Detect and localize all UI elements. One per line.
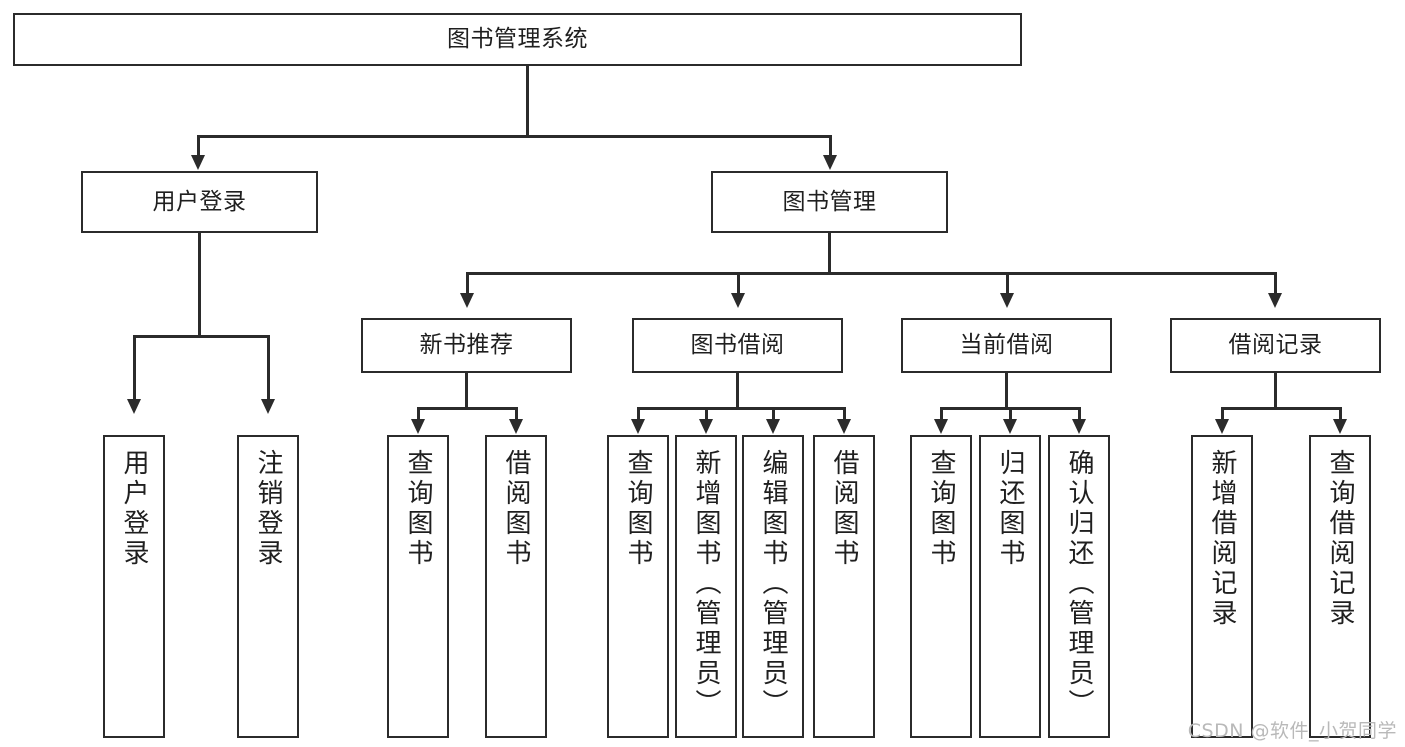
arrow-to-leaf-edit-book	[766, 419, 780, 434]
connector-current-borrow-drop-3	[1078, 407, 1081, 421]
connector-user-login-drop-2	[267, 335, 270, 401]
leaf-label: 编辑图书（管理员）	[758, 449, 788, 719]
arrow-to-new-book-recommend	[460, 293, 474, 308]
arrow-to-leaf-borrow-book-1	[509, 419, 523, 434]
arrow-to-leaf-user-login	[127, 399, 141, 414]
arrow-to-leaf-query-record	[1333, 419, 1347, 434]
connector-book-management-stem	[828, 233, 831, 272]
connector-root-stem	[526, 66, 529, 135]
connector-level1-bar	[197, 135, 831, 138]
leaf-borrow-book[interactable]: 借阅图书	[813, 435, 875, 738]
connector-level1-left-drop	[197, 135, 200, 157]
leaf-query-book-recommend[interactable]: 查询图书	[387, 435, 449, 738]
node-label: 当前借阅	[959, 332, 1054, 359]
connector-new-book-drop-1	[417, 407, 420, 421]
connector-current-borrow-drop-2	[1009, 407, 1012, 421]
leaf-label: 查询图书	[926, 449, 956, 569]
leaf-return-book[interactable]: 归还图书	[979, 435, 1041, 738]
leaf-user-login[interactable]: 用户登录	[103, 435, 165, 738]
connector-new-book-drop-2	[515, 407, 518, 421]
node-current-borrow[interactable]: 当前借阅	[901, 318, 1112, 373]
arrow-to-leaf-return-book	[1003, 419, 1017, 434]
node-label: 借阅记录	[1228, 332, 1323, 359]
arrow-to-leaf-query-book-3	[934, 419, 948, 434]
connector-book-borrow-drop-3	[772, 407, 775, 421]
arrow-to-borrow-record	[1268, 293, 1282, 308]
leaf-query-borrow-record[interactable]: 查询借阅记录	[1309, 435, 1371, 738]
leaf-add-book-admin[interactable]: 新增图书（管理员）	[675, 435, 737, 738]
arrow-to-current-borrow	[1000, 293, 1014, 308]
connector-current-borrow-stem	[1005, 373, 1008, 407]
connector-level1-right-drop	[829, 135, 832, 157]
node-label: 图书借阅	[690, 332, 785, 359]
connector-level2-bar	[466, 272, 1276, 275]
connector-user-login-stem	[198, 233, 201, 335]
leaf-label: 查询图书	[623, 449, 653, 569]
connector-level2-drop-1	[466, 272, 469, 295]
leaf-edit-book-admin[interactable]: 编辑图书（管理员）	[742, 435, 804, 738]
arrow-to-book-management	[823, 155, 837, 170]
node-book-management[interactable]: 图书管理	[711, 171, 948, 233]
connector-book-borrow-drop-2	[705, 407, 708, 421]
leaf-label: 查询借阅记录	[1325, 449, 1355, 629]
leaf-borrow-book-recommend[interactable]: 借阅图书	[485, 435, 547, 738]
arrow-to-leaf-logout	[261, 399, 275, 414]
leaf-label: 注销登录	[253, 449, 283, 569]
leaf-confirm-return-admin[interactable]: 确认归还（管理员）	[1048, 435, 1110, 738]
connector-borrow-record-drop-1	[1221, 407, 1224, 421]
leaf-logout[interactable]: 注销登录	[237, 435, 299, 738]
connector-new-book-bar	[417, 407, 517, 410]
connector-book-borrow-bar	[637, 407, 845, 410]
leaf-query-book-borrow[interactable]: 查询图书	[607, 435, 669, 738]
arrow-to-leaf-borrow-book-2	[837, 419, 851, 434]
arrow-to-leaf-query-book-1	[411, 419, 425, 434]
connector-borrow-record-drop-2	[1339, 407, 1342, 421]
leaf-label: 新增图书（管理员）	[691, 449, 721, 719]
leaf-query-book-current[interactable]: 查询图书	[910, 435, 972, 738]
connector-level2-drop-3	[1006, 272, 1009, 295]
connector-book-borrow-drop-4	[843, 407, 846, 421]
arrow-to-book-borrow	[731, 293, 745, 308]
node-user-login[interactable]: 用户登录	[81, 171, 318, 233]
leaf-label: 新增借阅记录	[1207, 449, 1237, 629]
arrow-to-user-login	[191, 155, 205, 170]
node-label: 图书管理系统	[447, 26, 588, 53]
node-book-borrow[interactable]: 图书借阅	[632, 318, 843, 373]
leaf-add-borrow-record[interactable]: 新增借阅记录	[1191, 435, 1253, 738]
leaf-label: 用户登录	[119, 449, 149, 569]
arrow-to-leaf-add-book	[699, 419, 713, 434]
connector-user-login-bar	[133, 335, 269, 338]
arrow-to-leaf-confirm-return	[1072, 419, 1086, 434]
connector-new-book-stem	[465, 373, 468, 407]
node-label: 用户登录	[152, 188, 247, 215]
connector-borrow-record-bar	[1221, 407, 1341, 410]
leaf-label: 借阅图书	[829, 449, 859, 569]
leaf-label: 借阅图书	[501, 449, 531, 569]
connector-level2-drop-4	[1274, 272, 1277, 295]
connector-current-borrow-drop-1	[940, 407, 943, 421]
arrow-to-leaf-query-book-2	[631, 419, 645, 434]
leaf-label: 查询图书	[403, 449, 433, 569]
node-root-book-management-system[interactable]: 图书管理系统	[13, 13, 1022, 66]
connector-book-borrow-drop-1	[637, 407, 640, 421]
leaf-label: 确认归还（管理员）	[1064, 449, 1094, 719]
node-label: 图书管理	[782, 188, 877, 215]
connector-user-login-drop-1	[133, 335, 136, 401]
connector-borrow-record-stem	[1274, 373, 1277, 407]
node-label: 新书推荐	[419, 332, 514, 359]
connector-book-borrow-stem	[736, 373, 739, 407]
connector-level2-drop-2	[737, 272, 740, 295]
node-new-book-recommend[interactable]: 新书推荐	[361, 318, 572, 373]
node-borrow-record[interactable]: 借阅记录	[1170, 318, 1381, 373]
leaf-label: 归还图书	[995, 449, 1025, 569]
arrow-to-leaf-add-record	[1215, 419, 1229, 434]
